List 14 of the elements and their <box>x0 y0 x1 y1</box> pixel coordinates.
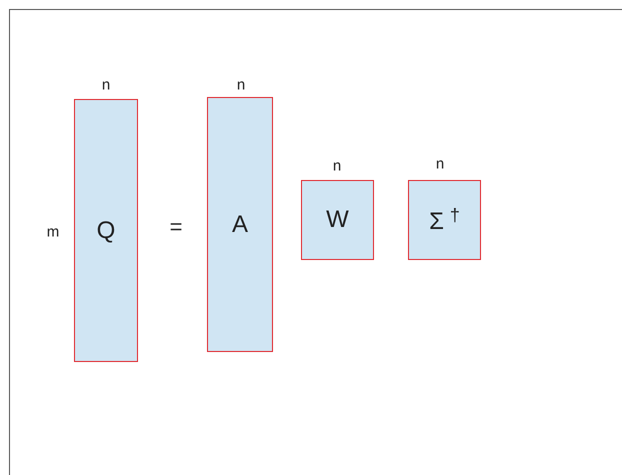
matrix-box <box>301 180 374 260</box>
dimension-label: n <box>236 76 246 94</box>
matrix-symbol: Σ$^{†}$ <box>429 206 460 234</box>
matrix-symbol: A <box>232 212 248 236</box>
equals-sign: = <box>170 214 182 240</box>
dimension-label: n <box>102 76 110 94</box>
matrix-box <box>207 97 273 352</box>
matrix-box <box>74 99 138 362</box>
matrix-symbol: W <box>326 208 349 232</box>
matrix-symbol: Q <box>96 218 116 242</box>
matrix-box <box>408 180 481 260</box>
dimension-label: m <box>46 224 60 240</box>
dimension-label: n <box>332 158 342 174</box>
dimension-label: n <box>436 156 444 172</box>
